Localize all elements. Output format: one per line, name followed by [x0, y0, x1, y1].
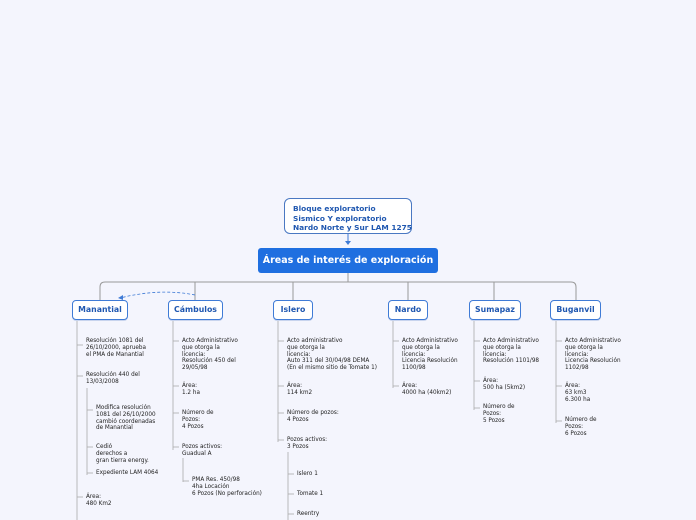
leaf-sumapaz-area[interactable]: Área: 500 ha (5km2) [483, 378, 526, 391]
leaf-cambulos-pozos[interactable]: Número de Pozos: 4 Pozos [182, 410, 214, 430]
leaf-manantial-area[interactable]: Área: 480 Km2 [86, 494, 112, 507]
leaf-islero-acto[interactable]: Acto administrativo que otorga la licenc… [287, 338, 377, 372]
leaf-buganvil-acto[interactable]: Acto Administrativo que otorga la licenc… [565, 338, 621, 372]
leaf-buganvil-area[interactable]: Área: 63 km3 6.300 ha [565, 383, 591, 403]
leaf-sumapaz-pozos[interactable]: Número de Pozos: 5 Pozos [483, 404, 515, 424]
leaf-cambulos-pma[interactable]: PMA Res. 450/98 4ha Locación 6 Pozos (No… [192, 477, 262, 497]
node-cambulos[interactable]: Cámbulos [168, 300, 223, 320]
leaf-cambulos-acto[interactable]: Acto Administrativo que otorga la licenc… [182, 338, 238, 372]
leaf-islero-pozos[interactable]: Número de pozos: 4 Pozos [287, 410, 339, 423]
leaf-nardo-area[interactable]: Área: 4000 ha (40km2) [402, 383, 452, 396]
node-islero[interactable]: Islero [273, 300, 313, 320]
node-sumapaz[interactable]: Sumapaz [469, 300, 521, 320]
root-node[interactable]: Áreas de interés de exploración [258, 248, 438, 273]
leaf-islero-area[interactable]: Área: 114 km2 [287, 383, 313, 396]
leaf-manantial-resolucion-1081[interactable]: Resolución 1081 del 26/10/2000, aprueba … [86, 338, 147, 358]
leaf-cambulos-area[interactable]: Área: 1.2 ha [182, 383, 200, 396]
leaf-tomate-1[interactable]: Tomate 1 [297, 491, 324, 497]
node-manantial[interactable]: Manantial [72, 300, 128, 320]
leaf-manantial-expediente[interactable]: Expediente LAM 4064 [96, 470, 159, 476]
leaf-reentry[interactable]: Reentry [297, 511, 320, 517]
node-buganvil[interactable]: Buganvil [550, 300, 601, 320]
leaf-nardo-acto[interactable]: Acto Administrativo que otorga la licenc… [402, 338, 458, 372]
leaf-sumapaz-acto[interactable]: Acto Administrativo que otorga la licenc… [483, 338, 540, 365]
leaf-cambulos-activos[interactable]: Pozos activos: Guadual A [182, 444, 223, 457]
node-nardo[interactable]: Nardo [388, 300, 428, 320]
leaf-islero-activos[interactable]: Pozos activos: 3 Pozos [287, 437, 328, 450]
leaf-buganvil-pozos[interactable]: Número de Pozos: 6 Pozos [565, 417, 597, 437]
leaf-manantial-resolucion-440[interactable]: Resolución 440 del 13/03/2008 [86, 372, 140, 385]
leaf-manantial-cedio[interactable]: Cedió derechos a gran tierra energy. [96, 444, 149, 464]
top-node[interactable]: Bloque exploratorio Sismico Y explorator… [284, 198, 412, 234]
leaf-islero-1[interactable]: Islero 1 [297, 471, 318, 477]
leaf-manantial-modifica[interactable]: Modifica resolución 1081 del 26/10/2000 … [96, 405, 156, 432]
